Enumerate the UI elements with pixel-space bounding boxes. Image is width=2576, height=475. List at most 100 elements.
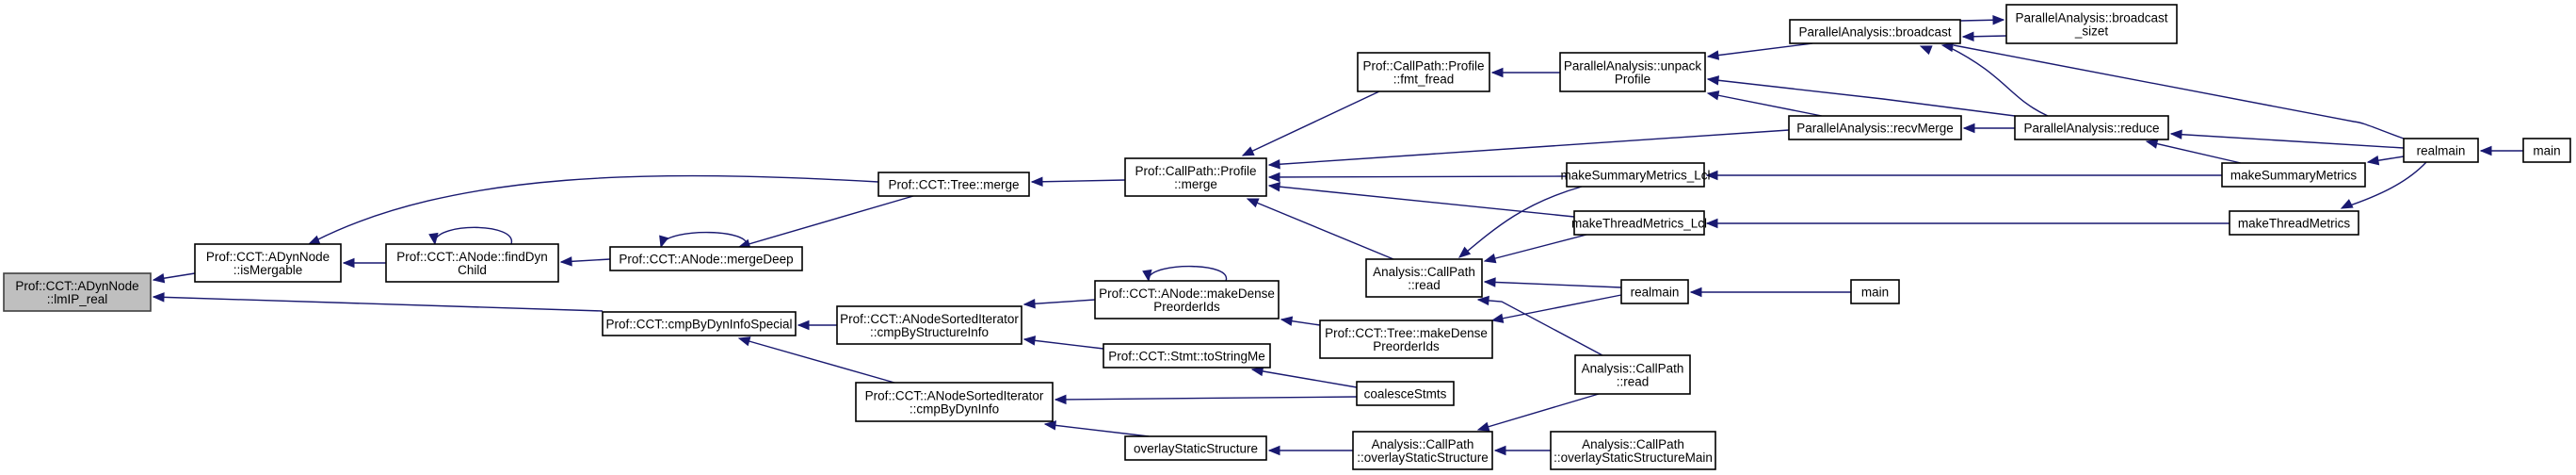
node-callpath-overlay[interactable]: Analysis::CallPath::overlayStaticStructu… <box>1352 431 1493 470</box>
node-cmp-by-dyn-info[interactable]: Prof::CCT::ANodeSortedIterator::cmpByDyn… <box>855 382 1054 422</box>
edge-to-string-me-to-cmp-by-structure-info-arrowhead <box>1022 336 1037 346</box>
node-label-line: makeThreadMetrics <box>2238 217 2351 231</box>
node-box[interactable] <box>1620 279 1689 304</box>
node-make-thread-metrics-lcl[interactable]: makeThreadMetrics_Lcl <box>1571 210 1707 236</box>
node-broadcast[interactable]: ParallelAnalysis::broadcast <box>1789 19 1961 44</box>
node-label-line: Prof::CCT::ADynNode <box>206 250 330 264</box>
node-main-2[interactable]: main <box>1850 279 1900 304</box>
edge-cmp-by-dyn-info-special-to-lmip-real-arrowhead <box>152 292 165 303</box>
node-box[interactable] <box>1124 157 1267 197</box>
node-realmain-2[interactable]: realmain <box>1620 279 1689 304</box>
node-recv-merge[interactable]: ParallelAnalysis::recvMerge <box>1788 115 1962 140</box>
edge-merge-deep-to-find-dyn-child-arrowhead <box>559 256 572 267</box>
node-box[interactable] <box>1573 210 1705 236</box>
node-box[interactable] <box>2221 162 2366 188</box>
node-main-1[interactable]: main <box>2522 138 2571 163</box>
node-box[interactable] <box>1566 162 1705 188</box>
node-box[interactable] <box>609 246 803 271</box>
edge-fmt-fread-to-profile-merge <box>1242 90 1380 156</box>
node-label-line: ::overlayStaticStructureMain <box>1554 450 1713 465</box>
edge-coalesce-stmts-to-cmp-by-dyn-info-arrowhead <box>1054 394 1067 405</box>
node-box[interactable] <box>2005 4 2178 44</box>
node-box[interactable] <box>1559 52 1706 92</box>
node-coalesce-stmts[interactable]: coalesceStmts <box>1356 381 1455 406</box>
node-box[interactable] <box>1356 381 1455 406</box>
node-lmip-real[interactable]: Prof::CCT::ADynNode::lmIP_real <box>3 272 152 312</box>
edge-coalesce-stmts-to-cmp-by-dyn-info <box>1055 396 1358 401</box>
node-realmain-1[interactable]: realmain <box>2403 138 2479 163</box>
node-box[interactable] <box>1850 279 1900 304</box>
node-box[interactable] <box>1319 319 1493 359</box>
node-box[interactable] <box>2522 138 2571 163</box>
edge-make-summary-metrics-to-reduce <box>2146 140 2242 164</box>
node-box[interactable] <box>1550 431 1716 470</box>
node-box[interactable] <box>1357 52 1490 92</box>
node-make-summary-metrics[interactable]: makeSummaryMetrics <box>2221 162 2366 188</box>
edge-make-summary-metrics-lcl-to-callpath-read-1-arrowhead <box>1457 246 1472 258</box>
node-label-line: ::overlayStaticStructure <box>1357 450 1489 465</box>
edge-make-summary-metrics-lcl-to-callpath-read-1 <box>1460 186 1583 257</box>
node-label-line: Prof::CCT::ANode::makeDense <box>1099 287 1275 301</box>
edge-fmt-fread-to-profile-merge-arrowhead <box>1241 146 1255 156</box>
node-label-line: ::read <box>1408 278 1441 292</box>
node-label-line: main <box>2533 144 2560 158</box>
node-box[interactable] <box>1124 435 1267 461</box>
node-box[interactable] <box>385 243 559 283</box>
node-fmt-fread[interactable]: Prof::CallPath::Profile::fmt_fread <box>1357 52 1490 92</box>
node-box[interactable] <box>877 172 1030 197</box>
node-box[interactable] <box>1103 343 1271 369</box>
node-overlay-static-structure[interactable]: overlayStaticStructure <box>1124 435 1267 461</box>
edge-make-thread-metrics-lcl-to-callpath-read-1 <box>1484 234 1587 262</box>
node-profile-merge[interactable]: Prof::CallPath::Profile::merge <box>1124 157 1267 197</box>
edge-reduce-to-broadcast <box>1948 46 2049 117</box>
edges-layer <box>152 15 2523 456</box>
edge-recv-merge-to-unpack-profile-arrowhead <box>1706 90 1720 101</box>
edge-make-thread-metrics-lcl-to-profile-merge-arrowhead <box>1267 181 1280 192</box>
node-make-summary-metrics-lcl[interactable]: makeSummaryMetrics_Lcl <box>1560 162 1711 188</box>
node-box[interactable] <box>2403 138 2479 163</box>
node-callpath-read-2[interactable]: Analysis::CallPath::read <box>1574 354 1691 395</box>
node-box[interactable] <box>1574 354 1691 395</box>
node-cmp-by-structure-info[interactable]: Prof::CCT::ANodeSortedIterator::cmpByStr… <box>836 305 1022 345</box>
node-label-line: realmain <box>1631 286 1680 300</box>
node-reduce[interactable]: ParallelAnalysis::reduce <box>2014 115 2169 140</box>
edge-recv-merge-to-profile-merge <box>1268 129 1790 166</box>
node-label-line: Child <box>458 263 487 277</box>
node-box[interactable] <box>1352 431 1493 470</box>
node-box[interactable] <box>1365 258 1483 298</box>
node-box[interactable] <box>855 382 1054 422</box>
edge-callpath-overlay-main-to-callpath-overlay-arrowhead <box>1493 445 1506 456</box>
node-box[interactable] <box>2229 210 2359 236</box>
node-broadcast-sizet[interactable]: ParallelAnalysis::broadcast_sizet <box>2005 4 2178 44</box>
node-box[interactable] <box>1788 115 1962 140</box>
edge-realmain-1-to-make-thread-metrics-arrowhead <box>2340 199 2354 209</box>
node-cmp-by-dyn-info-special[interactable]: Prof::CCT::cmpByDynInfoSpecial <box>602 311 797 336</box>
edge-make-thread-metrics-to-make-thread-metrics-lcl-arrowhead <box>1705 218 1718 229</box>
node-box[interactable] <box>836 305 1022 345</box>
node-tree-merge[interactable]: Prof::CCT::Tree::merge <box>877 172 1030 197</box>
node-label-line: Prof::CCT::Tree::makeDense <box>1325 326 1488 340</box>
edge-callpath-overlay-to-overlay-static-structure-arrowhead <box>1267 445 1280 456</box>
edge-tree-merge-to-merge-deep <box>738 195 914 248</box>
node-label-line: ::read <box>1617 375 1650 389</box>
node-callpath-overlay-main[interactable]: Analysis::CallPath::overlayStaticStructu… <box>1550 431 1716 470</box>
edge-broadcast-sizet-to-broadcast-arrowhead <box>1961 31 1974 41</box>
node-box[interactable] <box>194 243 342 283</box>
node-to-string-me[interactable]: Prof::CCT::Stmt::toStringMe <box>1103 343 1271 369</box>
node-box[interactable] <box>602 311 797 336</box>
node-box[interactable] <box>3 272 152 312</box>
edge-tree-merge-to-is-mergable <box>310 174 879 244</box>
node-label-line: Prof::CallPath::Profile <box>1362 59 1484 74</box>
edge-recv-merge-to-profile-merge-arrowhead <box>1267 158 1280 170</box>
node-is-mergable[interactable]: Prof::CCT::ADynNode::isMergable <box>194 243 342 283</box>
node-merge-deep[interactable]: Prof::CCT::ANode::mergeDeep <box>609 246 803 271</box>
node-callpath-read-1[interactable]: Analysis::CallPath::read <box>1365 258 1483 298</box>
node-box[interactable] <box>2014 115 2169 140</box>
node-box[interactable] <box>1789 19 1961 44</box>
node-make-thread-metrics[interactable]: makeThreadMetrics <box>2229 210 2359 236</box>
node-box[interactable] <box>1094 280 1280 319</box>
